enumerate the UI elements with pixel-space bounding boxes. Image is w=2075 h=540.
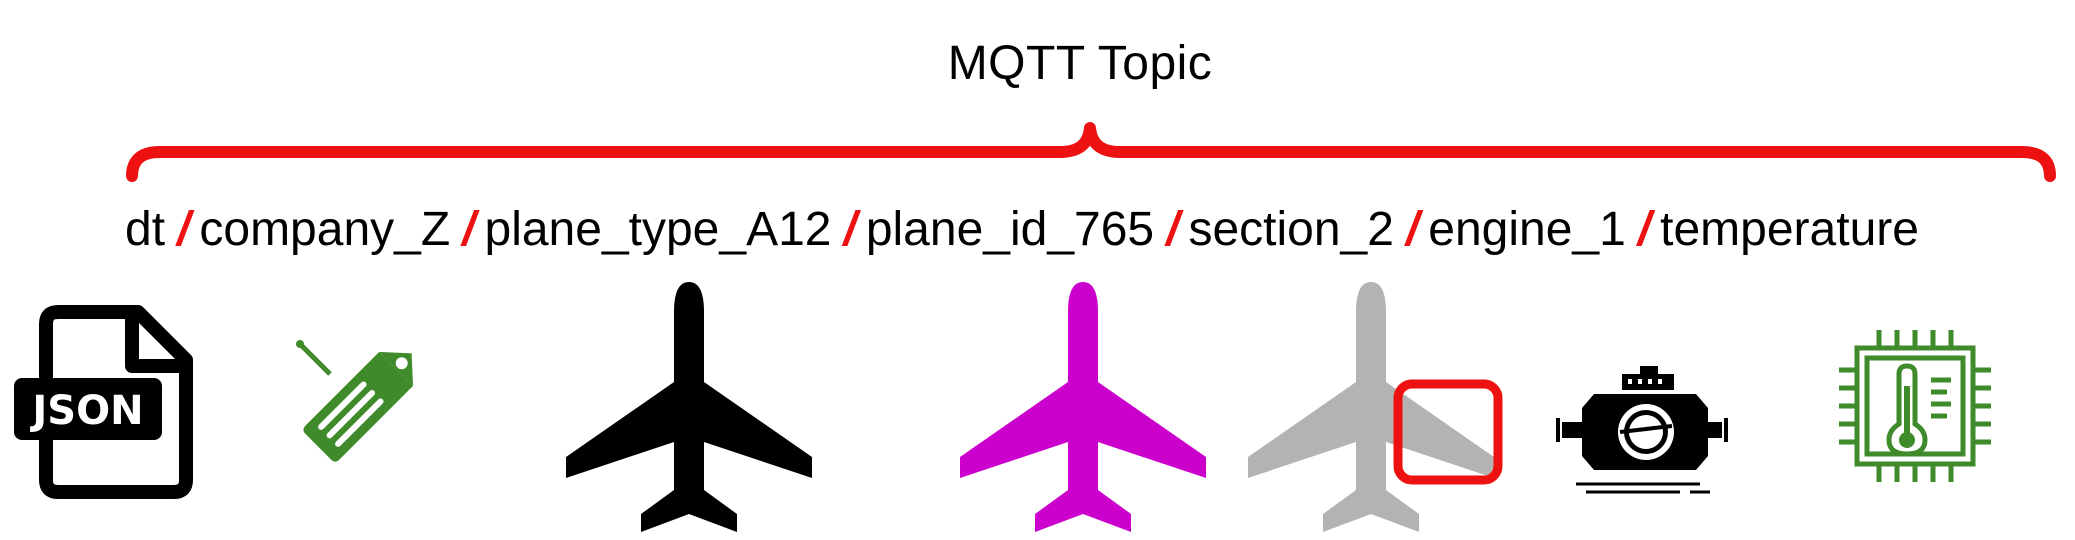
topic-separator: / bbox=[1405, 203, 1420, 256]
airplane-black-icon bbox=[566, 282, 812, 532]
topic-segment-company: company_Z bbox=[199, 203, 451, 256]
airplane-magenta-icon bbox=[960, 282, 1206, 532]
topic-segment-section: section_2 bbox=[1188, 203, 1394, 256]
section-highlight-box bbox=[1393, 379, 1503, 485]
engine-icon bbox=[1556, 366, 1728, 494]
json-label: JSON bbox=[29, 388, 143, 434]
topic-separator: / bbox=[462, 203, 476, 256]
topic-separator: / bbox=[1166, 203, 1180, 256]
topic-segment-plane-id: plane_id_765 bbox=[865, 203, 1155, 256]
diagram-title: MQTT Topic bbox=[947, 37, 1213, 90]
topic-segment-engine: engine_1 bbox=[1428, 203, 1626, 256]
thermometer-chip-icon bbox=[1839, 330, 1991, 482]
topic-segment-dt: dt bbox=[125, 203, 166, 256]
topic-segment-plane-type: plane_type_A12 bbox=[484, 203, 832, 256]
tag-icon bbox=[296, 340, 414, 462]
topic-brace bbox=[126, 122, 2056, 182]
topic-path: dt/company_Z/plane_type_A12/plane_id_765… bbox=[125, 202, 1919, 257]
topic-separator: / bbox=[1637, 203, 1652, 256]
topic-separator: / bbox=[843, 203, 857, 256]
airplane-section-icon bbox=[1248, 282, 1503, 532]
topic-segment-temperature: temperature bbox=[1660, 203, 1919, 256]
json-file-icon: JSON bbox=[14, 305, 193, 499]
topic-separator: / bbox=[177, 203, 191, 256]
